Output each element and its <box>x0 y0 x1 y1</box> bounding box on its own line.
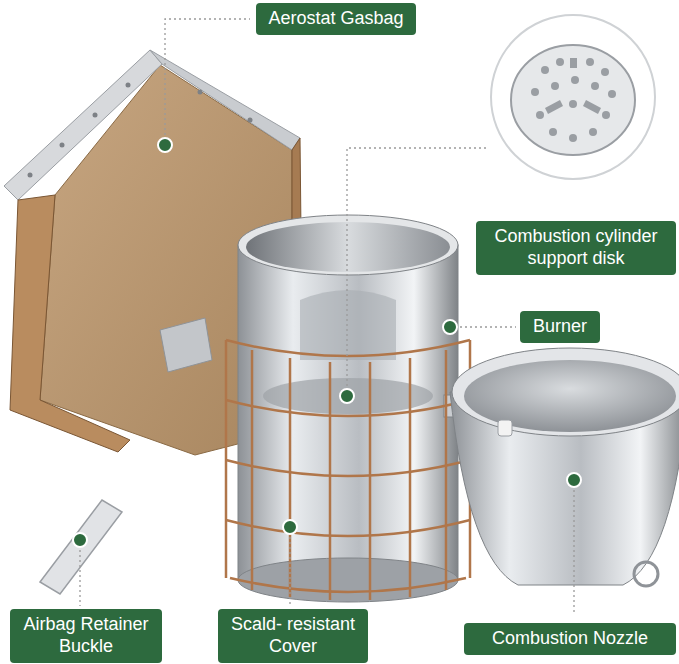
disk-hole <box>569 134 577 142</box>
cage-bar <box>409 358 412 597</box>
cage-bar <box>225 340 228 578</box>
bellows-top-strip <box>4 50 162 200</box>
cylinder-bottom <box>238 558 458 602</box>
lid-ring <box>634 562 658 586</box>
label-box: Airbag Retainer Buckle <box>10 609 162 662</box>
callout-dot <box>73 533 87 547</box>
lid-rim <box>452 348 679 436</box>
cage-bar <box>251 350 254 590</box>
disk-hole <box>556 58 564 66</box>
disk-holes <box>531 58 616 142</box>
disk-slot <box>545 100 563 114</box>
part-name: Scald- resistant Cover <box>226 614 360 657</box>
inset-circle <box>491 15 655 179</box>
cage-ring <box>226 340 470 356</box>
retainer-buckle <box>40 500 122 594</box>
callout-dot <box>567 473 581 487</box>
part-name: Aerostat Gasbag <box>264 8 408 30</box>
cage-bar <box>445 350 448 590</box>
label-box: Combustion Nozzle <box>464 623 676 655</box>
rivet <box>93 113 98 118</box>
label-box: Burner <box>520 311 600 343</box>
disk-hole <box>571 76 579 84</box>
disk-hole <box>591 82 599 90</box>
part-name: Burner <box>528 316 592 338</box>
part-name: Combustion Nozzle <box>472 628 668 650</box>
rivet <box>248 118 253 123</box>
rivet <box>28 173 33 178</box>
label-box: Aerostat Gasbag <box>256 3 416 35</box>
disk-hole <box>541 66 549 74</box>
callout-dot <box>443 320 457 334</box>
bellows-hinge-plate <box>160 318 212 372</box>
leader-line <box>165 19 250 145</box>
leader-line <box>289 527 290 606</box>
support-disk-seat <box>263 378 433 414</box>
cylinder-rim <box>238 215 458 275</box>
disk-slot <box>583 100 601 114</box>
rivet <box>60 143 65 148</box>
callout-dot <box>340 389 354 403</box>
rivet <box>198 90 203 95</box>
disk-hole <box>608 90 616 98</box>
disk-slot <box>570 58 577 68</box>
disk-hole <box>569 100 577 108</box>
callout-dots <box>73 138 581 547</box>
bellows-top-strip <box>150 50 300 150</box>
disk-hole <box>586 58 594 66</box>
lid-inside <box>464 360 676 432</box>
disk-hole <box>589 128 597 136</box>
leader-line <box>450 326 516 327</box>
cage-ring <box>230 578 466 592</box>
disk-hole <box>601 68 609 76</box>
callout-dot <box>158 138 172 152</box>
cylinder-inner-wall <box>300 290 396 360</box>
cage-bar <box>369 362 372 600</box>
disk-hole <box>602 111 610 119</box>
cage-ring <box>226 460 470 476</box>
part-name: Combustion cylinder support disk <box>484 226 668 269</box>
rivet <box>126 83 131 88</box>
callout-dot <box>283 520 297 534</box>
lid-latch <box>498 420 512 436</box>
cage-bar <box>289 358 292 597</box>
label-box: Scald- resistant Cover <box>218 609 368 662</box>
cage-ring <box>226 520 470 536</box>
leader-line <box>347 148 489 396</box>
support-disk <box>511 45 635 155</box>
bellows-wood-board <box>10 195 130 452</box>
disk-hole <box>531 88 539 96</box>
cylinder-opening <box>246 222 450 272</box>
cage-bar <box>329 362 332 600</box>
leader-lines <box>80 19 574 614</box>
disk-hole <box>549 128 557 136</box>
disk-hole <box>551 82 559 90</box>
heat-guard-cage <box>226 340 470 600</box>
leader-line <box>573 480 574 614</box>
label-box: Combustion cylinder support disk <box>476 221 676 274</box>
leader-line <box>79 540 80 606</box>
part-name: Airbag Retainer Buckle <box>18 614 154 657</box>
rivets <box>28 83 253 178</box>
disk-hole <box>536 111 544 119</box>
